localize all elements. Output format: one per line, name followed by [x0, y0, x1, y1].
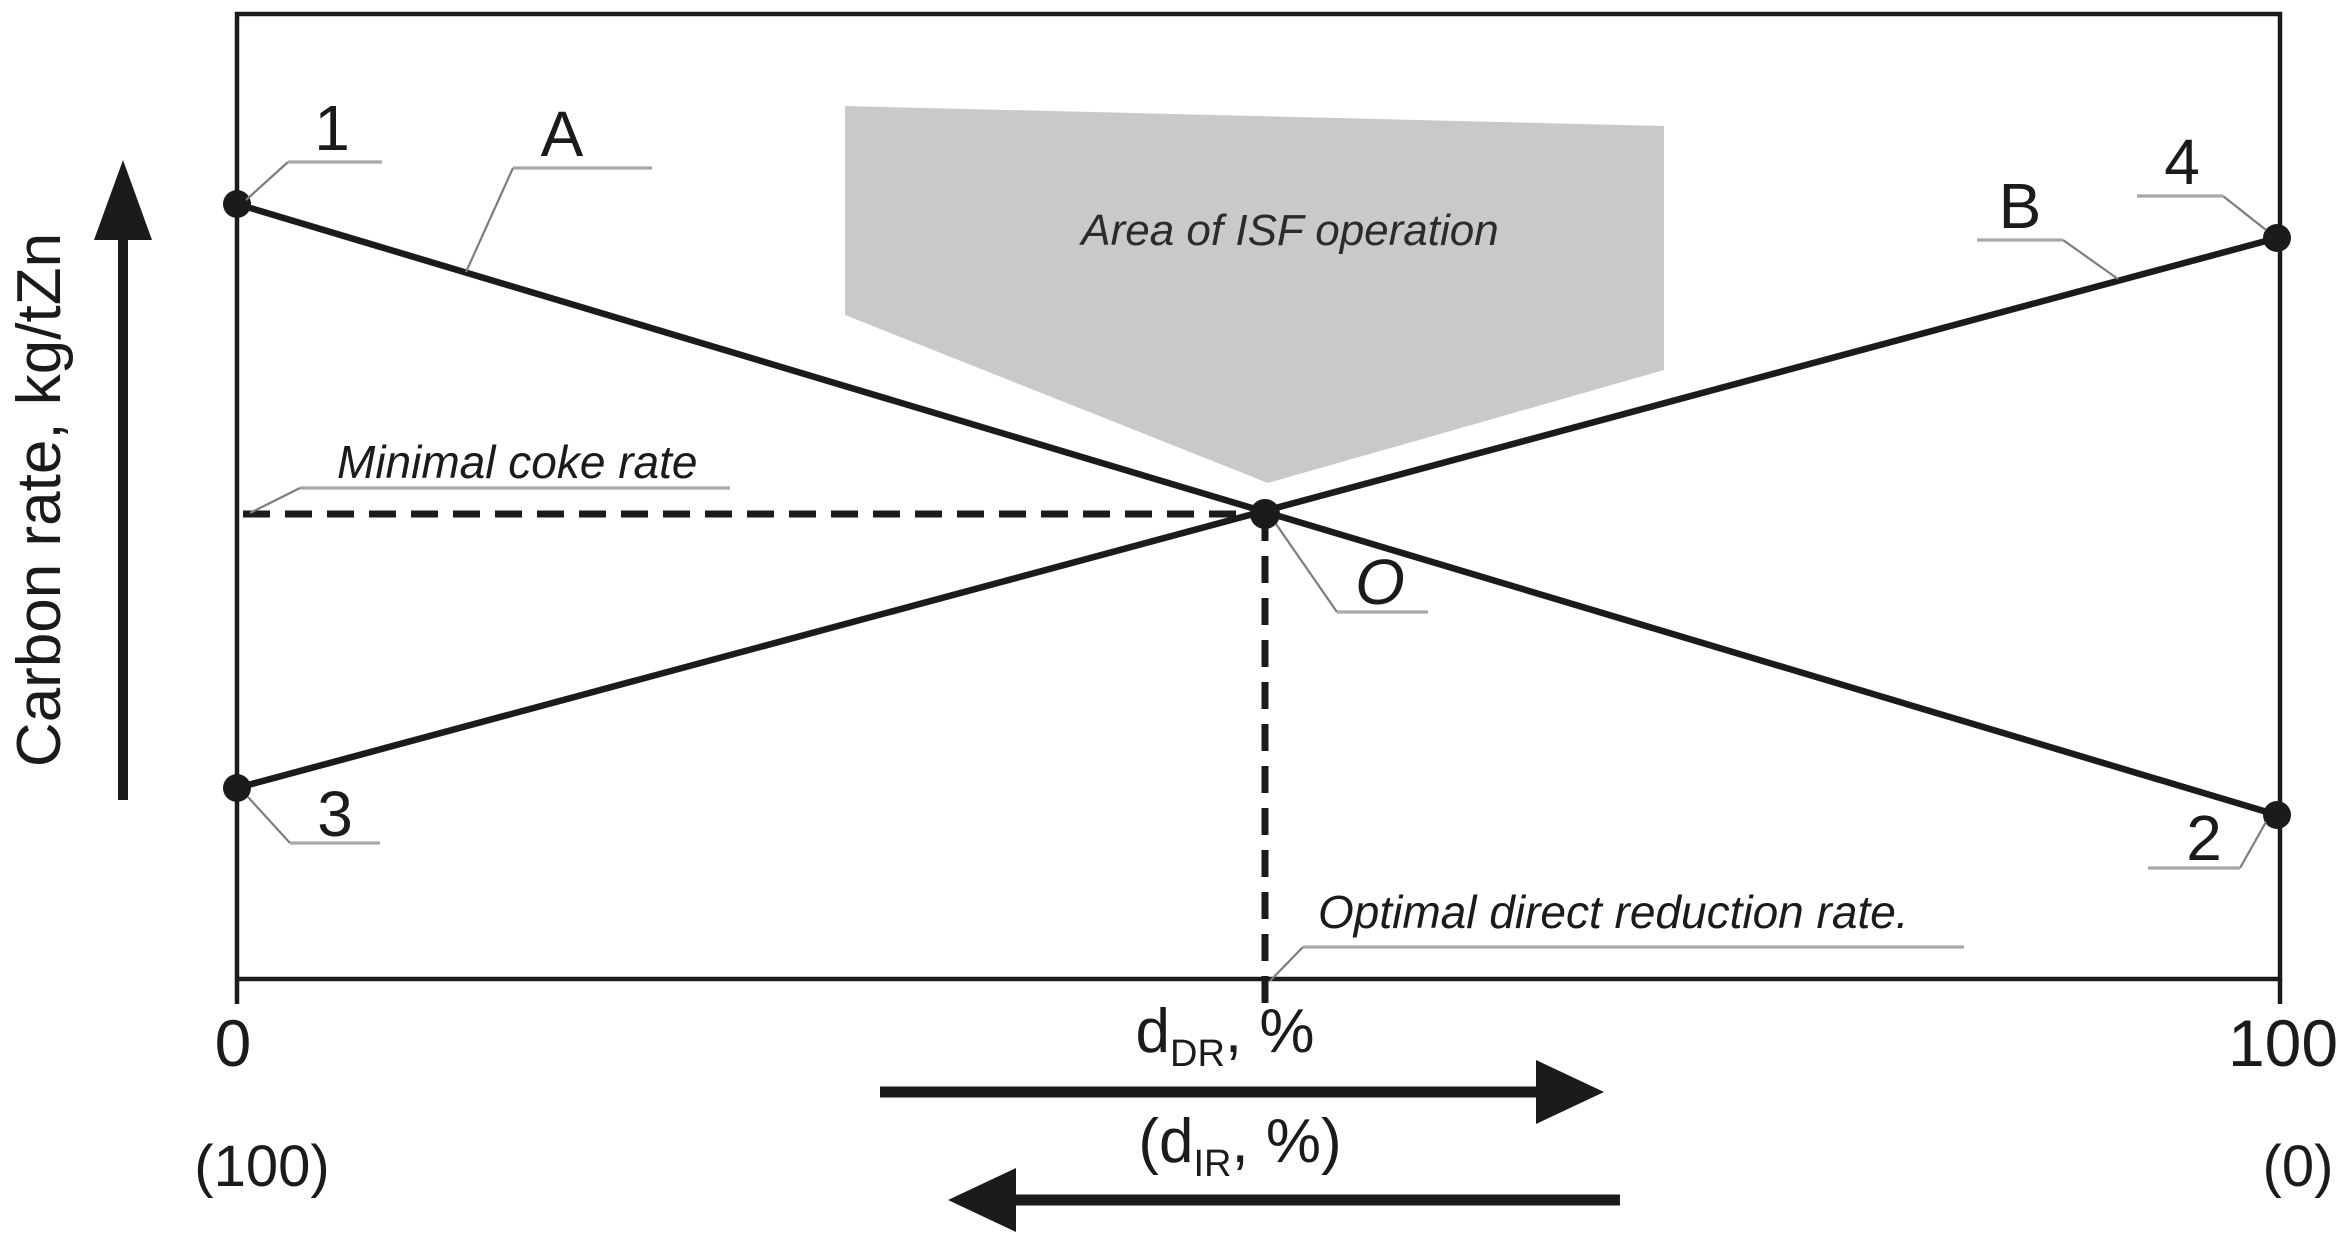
isf-operation-area-label: Area of ISF operation — [1078, 206, 1498, 255]
point-2-label: 2 — [2186, 802, 2222, 874]
line-A-label: A — [541, 98, 584, 170]
point-1-leader — [245, 161, 289, 201]
optimal-rate-label: Optimal direct reduction rate. — [1318, 886, 1909, 938]
y-axis-label: Carbon rate, kg/tZn — [5, 233, 74, 767]
minimal-coke-label: Minimal coke rate — [337, 436, 697, 488]
point-4-leader — [2222, 195, 2267, 231]
ir-main: (d — [1138, 1107, 1193, 1176]
point-3-leader — [247, 796, 291, 844]
point-O-dot — [1250, 499, 1280, 529]
ir-direction-arrow-head-icon — [948, 1168, 1016, 1232]
x-tick-label-0: 0 — [215, 1006, 252, 1080]
point-2-dot — [2263, 801, 2291, 829]
point-4-dot — [2263, 224, 2291, 252]
x-axis-dr-symbol: dDR, % — [1136, 997, 1315, 1075]
dr-rest: , % — [1225, 997, 1315, 1066]
x-alt-tick-label-100: (100) — [194, 1134, 329, 1199]
point-3-dot — [223, 774, 251, 802]
dr-direction-arrow-head-icon — [1536, 1060, 1604, 1124]
line-B-label: B — [1999, 170, 2042, 242]
x-axis-ir-symbol: (dIR, %) — [1138, 1107, 1341, 1185]
point-4-label: 4 — [2164, 126, 2200, 198]
ir-subscript: IR — [1193, 1143, 1231, 1185]
plot-box — [234, 11, 2283, 982]
point-2-leader — [2239, 821, 2267, 869]
point-1-dot — [223, 190, 251, 218]
isf-operation-area-shape — [845, 106, 1664, 483]
point-1-label: 1 — [314, 92, 350, 164]
line-A-leader — [464, 167, 515, 273]
point-O-label: O — [1355, 546, 1405, 618]
point-3-label: 3 — [317, 778, 353, 850]
y-axis-arrow-head-icon — [94, 160, 152, 240]
optimal-rate-leader — [1269, 946, 1304, 982]
point-O-leader — [1275, 523, 1338, 613]
x-tick-label-100: 100 — [2228, 1006, 2338, 1080]
x-alt-tick-label-0: (0) — [2263, 1134, 2334, 1199]
line-B-leader — [2062, 239, 2119, 280]
dr-main: d — [1136, 997, 1170, 1066]
ir-rest: , %) — [1231, 1107, 1341, 1176]
minimal-coke-leader — [249, 487, 301, 514]
dr-subscript: DR — [1170, 1033, 1225, 1075]
